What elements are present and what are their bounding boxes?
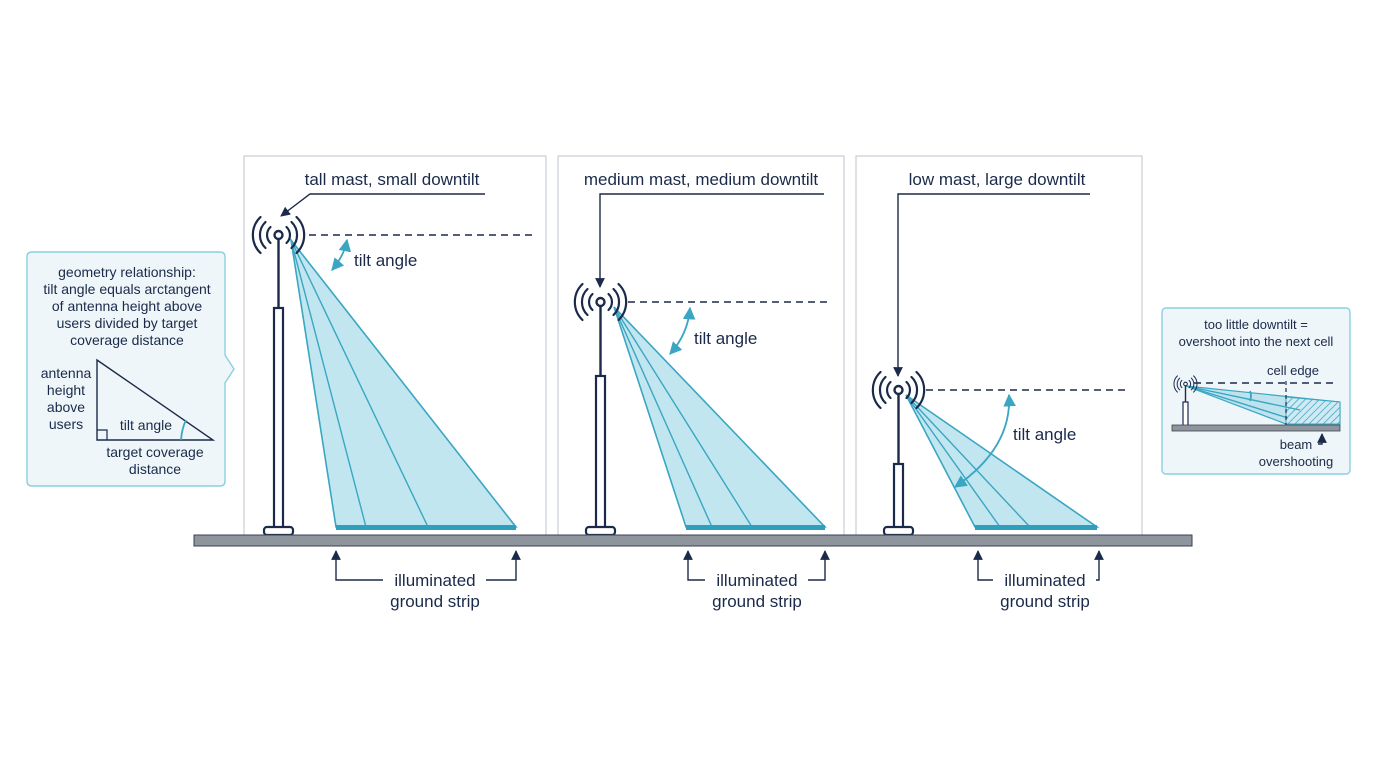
panel-1-illuminated-strip (336, 525, 516, 530)
panel-2-title-pointer (595, 193, 824, 288)
overshoot-beam-label-line-1: beam (1280, 437, 1313, 452)
panel-1-title: tall mast, small downtilt (305, 170, 480, 189)
overshoot-beam-arrow (1317, 433, 1327, 445)
overshoot-small-tilt-arc (1249, 390, 1252, 402)
panel-1-beam-ray-2 (290, 239, 429, 528)
triangle-angle-arc (180, 419, 187, 441)
strip-2-right-arrow (808, 550, 830, 581)
strip-3-right-arrow (1094, 550, 1104, 581)
ground-line (193, 534, 1193, 547)
panel-2-mast-base (584, 525, 617, 537)
strip-2-label-line-2: ground strip (712, 592, 802, 611)
panel-1-tilt-arc (331, 238, 352, 271)
info-heading-line-3: of antenna height above (52, 298, 202, 314)
panel-3-beam-ray-1 (905, 394, 1001, 528)
overshoot-info-box: too little downtilt = overshoot into the… (1161, 307, 1351, 475)
panel-2-illuminated-strip (686, 525, 825, 530)
panel-medium-mast: medium mast, medium downtilt tilt angle (573, 170, 830, 537)
strip-label-1: illuminated ground strip (331, 550, 521, 611)
strip-3-label-line-2: ground strip (1000, 592, 1090, 611)
overshoot-ground-line (1171, 424, 1341, 432)
panel-1-mast (272, 306, 285, 530)
info-side-label-line-2: height (47, 382, 85, 398)
geometry-triangle (96, 358, 216, 441)
info-heading-line-5: coverage distance (70, 332, 184, 348)
panel-1-title-pointer (280, 193, 485, 217)
info-heading-line-2: tilt angle equals arctangent (43, 281, 210, 297)
strip-3-label-line-1: illuminated (1004, 571, 1085, 590)
panel-tall-mast: tall mast, small downtilt tilt angle (251, 170, 532, 537)
panel-2-beam-ray-1 (613, 306, 713, 528)
panel-3-title-pointer (893, 193, 1090, 377)
strip-1-right-arrow (486, 550, 521, 581)
antenna-signal-icon (573, 282, 628, 322)
strip-label-2: illuminated ground strip (683, 550, 830, 611)
panel-3-tilt-label: tilt angle (1013, 425, 1076, 444)
overshoot-beam-ray-1 (1185, 385, 1301, 411)
info-side-label-line-1: antenna (41, 365, 92, 381)
info-side-label-line-4: users (49, 416, 83, 432)
strip-1-label-line-1: illuminated (394, 571, 475, 590)
panel-2-tilt-arc (669, 306, 696, 355)
panel-1-beam-ray-1 (290, 239, 367, 528)
right-angle-icon (97, 429, 108, 440)
info-bottom-label-line-2: distance (129, 461, 181, 477)
panel-3-tilt-arc (953, 393, 1016, 488)
geometry-info-box: geometry relationship: tilt angle equals… (26, 251, 235, 487)
overshoot-beam-label-line-2: overshooting (1259, 454, 1333, 469)
overshoot-cell-edge-label: cell edge (1267, 363, 1319, 378)
info-heading-line-4: users divided by target (57, 315, 198, 331)
strip-3-left-arrow (973, 550, 993, 581)
strip-1-left-arrow (331, 550, 383, 581)
info-angle-label: tilt angle (120, 417, 172, 433)
panel-3-mast-base (882, 525, 915, 537)
panel-2-tilt-label: tilt angle (694, 329, 757, 348)
strip-1-label-line-2: ground strip (390, 592, 480, 611)
strip-label-3: illuminated ground strip (973, 550, 1104, 611)
strip-2-label-line-1: illuminated (716, 571, 797, 590)
panel-low-mast: low mast, large downtilt tilt angle (871, 170, 1128, 537)
panel-3-illuminated-strip (975, 525, 1097, 530)
overshoot-title-line-2: overshoot into the next cell (1179, 334, 1334, 349)
antenna-signal-icon (1173, 375, 1198, 393)
panel-2-beam-ray-2 (613, 306, 753, 528)
overshoot-title-line-1: too little downtilt = (1204, 317, 1308, 332)
overshoot-box-frame (1161, 307, 1351, 475)
panel-3-title: low mast, large downtilt (909, 170, 1086, 189)
overshoot-beam-ray-2 (1185, 385, 1289, 419)
overshoot-mini-mast (1182, 401, 1189, 427)
panel-3-mast (892, 462, 905, 530)
antenna-signal-icon (251, 215, 306, 255)
info-heading-line-1: geometry relationship: (58, 264, 196, 280)
panel-2-mast (594, 374, 607, 530)
info-bottom-label-line-1: target coverage (106, 444, 203, 460)
overshoot-beam-overshoot-zone (1285, 396, 1341, 425)
panel-1-tilt-label: tilt angle (354, 251, 417, 270)
antenna-signal-icon (871, 370, 926, 410)
panel-2-title: medium mast, medium downtilt (584, 170, 819, 189)
info-side-label-line-3: above (47, 399, 85, 415)
panel-1-mast-base (262, 525, 295, 537)
strip-2-left-arrow (683, 550, 705, 581)
